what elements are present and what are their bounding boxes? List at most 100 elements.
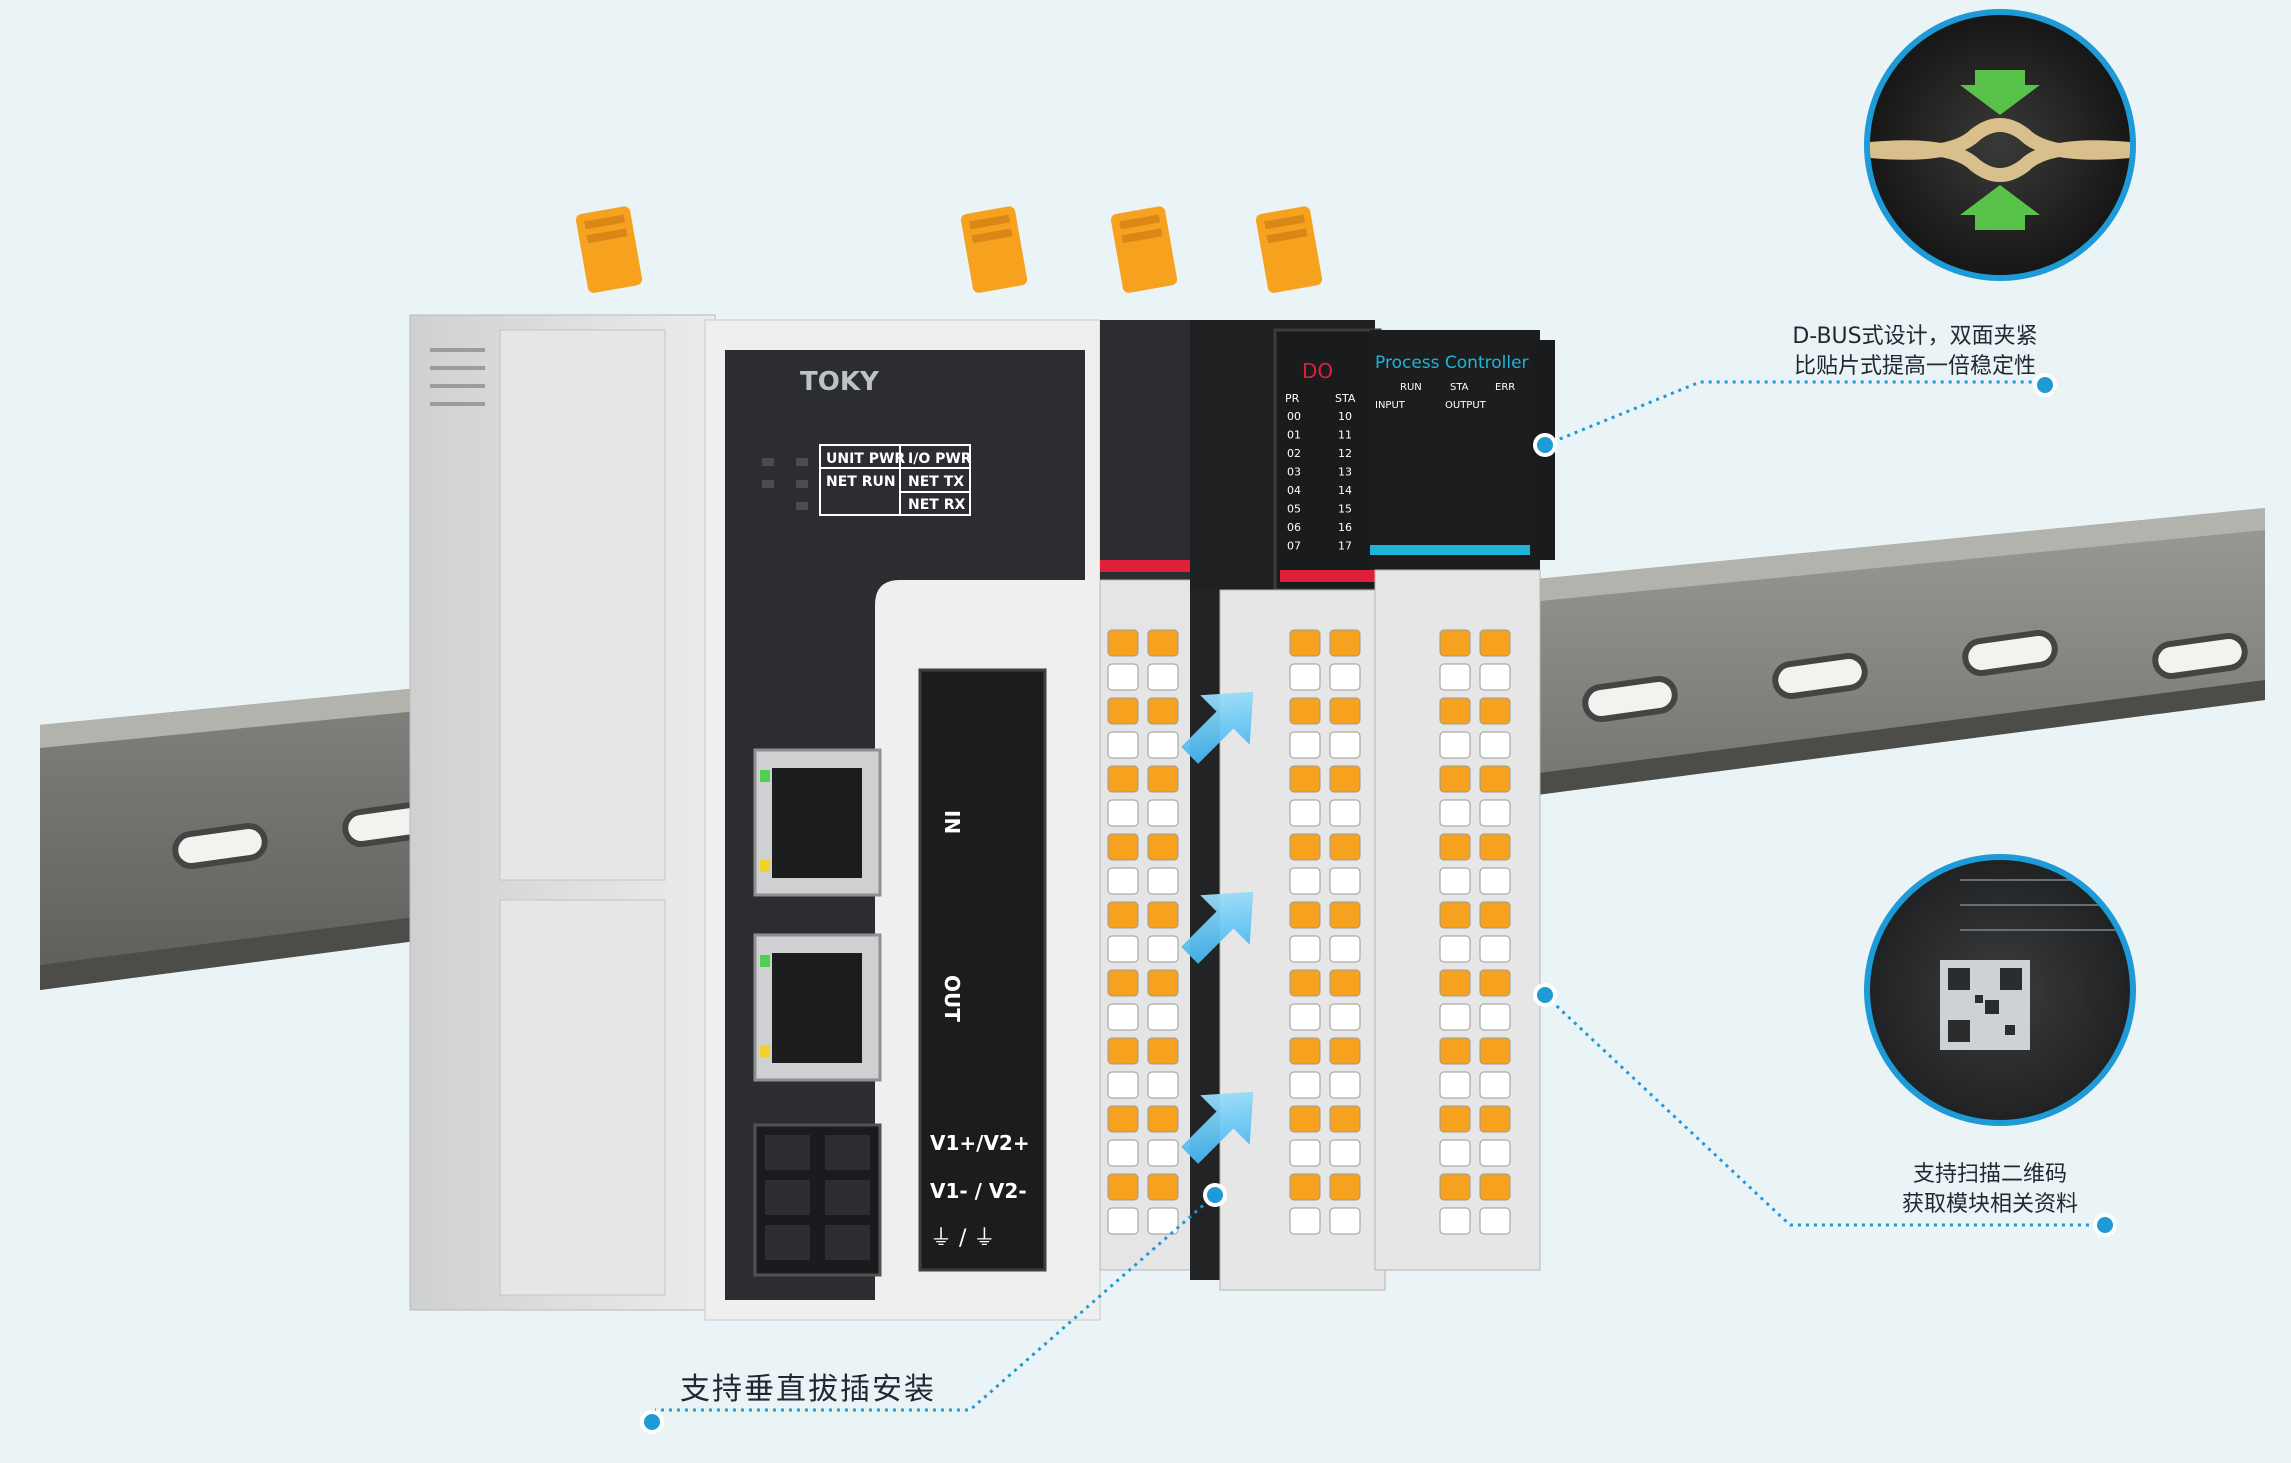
terminal-release-button[interactable] (1147, 969, 1179, 997)
terminal-wire-hole (1289, 731, 1321, 759)
terminal-release-button[interactable] (1439, 969, 1471, 997)
terminal-release-button[interactable] (1147, 629, 1179, 657)
terminal-release-button[interactable] (1147, 901, 1179, 929)
terminal-wire-hole (1439, 1207, 1471, 1235)
terminal-wire-hole (1439, 663, 1471, 691)
terminal-release-button[interactable] (1329, 629, 1361, 657)
terminal-release-button[interactable] (1147, 697, 1179, 725)
terminal-wire-hole (1147, 663, 1179, 691)
terminal-wire-hole (1107, 1003, 1139, 1031)
terminal-wire-hole (1147, 1003, 1179, 1031)
terminal-release-button[interactable] (1439, 901, 1471, 929)
terminal-release-button[interactable] (1479, 969, 1511, 997)
power-connector[interactable] (753, 1123, 882, 1277)
terminal-release-button[interactable] (1147, 833, 1179, 861)
power-label-positive: V1+/V2+ (930, 1131, 1030, 1155)
ethernet-port-out[interactable] (753, 933, 882, 1082)
controller-housing (409, 314, 716, 1311)
terminal-wire-hole (1107, 731, 1139, 759)
terminal-release-button[interactable] (1107, 765, 1139, 793)
process-err-label: ERR (1495, 382, 1515, 393)
terminal-wire-hole (1329, 663, 1361, 691)
terminal-wire-hole (1107, 935, 1139, 963)
led-label-net-tx: NET TX (908, 474, 964, 490)
terminal-release-button[interactable] (1329, 833, 1361, 861)
rail-slot (1962, 629, 2058, 677)
do-channel-label: 03 (1287, 466, 1301, 479)
terminal-release-button[interactable] (1107, 1037, 1139, 1065)
clamp-arrow-up-icon (1960, 185, 2040, 230)
terminal-wire-hole (1439, 1139, 1471, 1167)
terminal-release-button[interactable] (1147, 765, 1179, 793)
do-channel-label: 16 (1338, 521, 1352, 534)
port-label-out: OUT (940, 975, 964, 1022)
terminal-wire-hole (1147, 731, 1179, 759)
terminal-release-button[interactable] (1479, 629, 1511, 657)
terminal-release-button[interactable] (1479, 1037, 1511, 1065)
terminal-wire-hole (1479, 731, 1511, 759)
terminal-release-button[interactable] (1289, 833, 1321, 861)
process-sta-label: STA (1450, 382, 1469, 393)
ethernet-port-in[interactable] (753, 748, 882, 897)
terminal-wire-hole (1479, 867, 1511, 895)
ground-symbols: ⏚ / ⏚ (930, 1226, 995, 1251)
terminal-release-button[interactable] (1329, 697, 1361, 725)
callout-qr: 支持扫描二维码 获取模块相关资料 (1820, 1160, 2160, 1219)
terminal-release-button[interactable] (1479, 833, 1511, 861)
terminal-release-button[interactable] (1107, 833, 1139, 861)
terminal-release-button[interactable] (1439, 697, 1471, 725)
terminal-release-button[interactable] (1329, 765, 1361, 793)
terminal-wire-hole (1329, 731, 1361, 759)
terminal-release-button[interactable] (1289, 1037, 1321, 1065)
insertion-arrows (1181, 691, 1254, 1164)
terminal-release-button[interactable] (1479, 697, 1511, 725)
terminal-release-button[interactable] (1289, 1173, 1321, 1201)
terminal-release-button[interactable] (1289, 629, 1321, 657)
terminal-release-button[interactable] (1289, 765, 1321, 793)
terminal-release-button[interactable] (1439, 1037, 1471, 1065)
status-leds (762, 458, 808, 510)
led-label-io-pwr: I/O PWR (908, 451, 972, 467)
terminal-release-button[interactable] (1107, 629, 1139, 657)
terminal-release-button[interactable] (1289, 901, 1321, 929)
terminal-release-button[interactable] (1439, 765, 1471, 793)
do-channel-label: 07 (1287, 540, 1301, 553)
terminal-release-button[interactable] (1107, 1173, 1139, 1201)
process-input-label: INPUT (1375, 400, 1406, 411)
process-module-title: Process Controller (1375, 353, 1529, 373)
terminal-release-button[interactable] (1329, 1173, 1361, 1201)
brand-logo: TOKY (800, 367, 880, 397)
terminal-release-button[interactable] (1289, 969, 1321, 997)
terminal-release-button[interactable] (1329, 969, 1361, 997)
terminal-wire-hole (1479, 1139, 1511, 1167)
terminal-release-button[interactable] (1147, 1037, 1179, 1065)
terminal-release-button[interactable] (1439, 1173, 1471, 1201)
terminal-release-button[interactable] (1479, 1105, 1511, 1133)
terminal-release-button[interactable] (1439, 1105, 1471, 1133)
terminal-release-button[interactable] (1439, 833, 1471, 861)
controller-front: TOKY UNIT PWR I/O PWR NET RUN NET TX NET… (704, 319, 1101, 1321)
terminal-release-button[interactable] (1289, 1105, 1321, 1133)
terminal-release-button[interactable] (1289, 697, 1321, 725)
terminal-release-button[interactable] (1107, 969, 1139, 997)
terminal-wire-hole (1329, 867, 1361, 895)
rail-slot (2152, 632, 2248, 680)
terminal-release-button[interactable] (1107, 1105, 1139, 1133)
terminal-release-button[interactable] (1107, 697, 1139, 725)
terminal-release-button[interactable] (1479, 1173, 1511, 1201)
terminal-release-button[interactable] (1147, 1173, 1179, 1201)
rail-slot (1772, 652, 1868, 700)
do-channel-label: 04 (1287, 484, 1301, 497)
terminal-release-button[interactable] (1329, 901, 1361, 929)
terminal-release-button[interactable] (1329, 1037, 1361, 1065)
terminal-release-button[interactable] (1107, 901, 1139, 929)
terminal-release-button[interactable] (1479, 901, 1511, 929)
terminal-release-button[interactable] (1329, 1105, 1361, 1133)
do-channel-label: 01 (1287, 429, 1301, 442)
terminal-release-button[interactable] (1147, 1105, 1179, 1133)
terminal-wire-hole (1439, 1003, 1471, 1031)
terminal-release-button[interactable] (1479, 765, 1511, 793)
do-channel-label: 14 (1338, 484, 1352, 497)
terminal-release-button[interactable] (1439, 629, 1471, 657)
led-label-unit-pwr: UNIT PWR (826, 451, 905, 467)
